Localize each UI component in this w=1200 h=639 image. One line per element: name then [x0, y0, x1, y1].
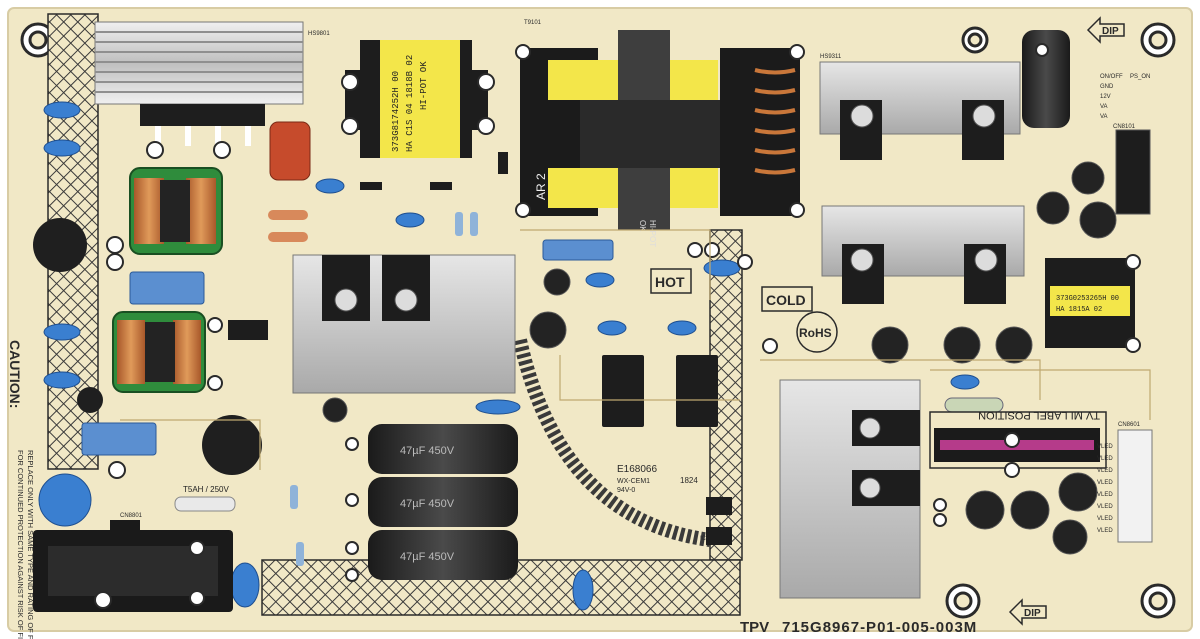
- fuse: T5AH / 250V: [174, 485, 236, 512]
- output-capacitor-large: [1022, 30, 1070, 128]
- vled-label-3: VLED: [1097, 480, 1113, 486]
- heatsink-bottom-right: [779, 379, 921, 599]
- ac-input-connector: [33, 520, 233, 612]
- pfc-transformer-code-1: 373G8174252H 00: [391, 71, 401, 152]
- common-mode-choke-bottom: [112, 311, 206, 393]
- main-transformer: AR 2 HI-POT OK: [520, 30, 800, 247]
- ul-sub-1: WX-CEM1: [617, 478, 650, 485]
- dip-arrow-top: DIP: [1086, 16, 1125, 44]
- vled-label-2: VLED: [1097, 468, 1113, 474]
- radial-capacitors: [322, 161, 1117, 555]
- signal-label-4: VA: [1100, 104, 1108, 110]
- caution-text-2: REPLACE ONLY WITH SAME TYPE AND RATING O…: [26, 450, 35, 639]
- bulk-capacitors: 47µF 450V 47µF 450V 47µF 450V: [368, 424, 518, 580]
- bulk-cap-2-label: 47µF 450V: [400, 498, 455, 510]
- ref-cn8801: CN8801: [120, 513, 143, 519]
- main-transformer-hipot: HI-POT: [648, 220, 657, 247]
- dip-label-top: DIP: [1102, 26, 1119, 37]
- heatsink-top-left: [94, 21, 304, 146]
- signal-label-1: PS_ON: [1130, 74, 1150, 80]
- vled-label-4: VLED: [1097, 492, 1113, 498]
- signal-label-3: 12V: [1100, 94, 1111, 100]
- signal-label-5: VA: [1100, 114, 1108, 120]
- output-connector-top: [1115, 129, 1151, 215]
- smd-ics: [360, 152, 732, 545]
- main-transformer-ok: OK: [638, 220, 647, 232]
- heatsink-center: [292, 254, 516, 394]
- bulk-cap-3-label: 47µF 450V: [400, 551, 455, 563]
- model-maker: TPV: [740, 619, 769, 636]
- label-position-box: TV MI LABEL POSITION: [929, 409, 1107, 469]
- common-mode-choke-top: [129, 167, 223, 255]
- vled-labels: VLED VLED VLED VLED VLED VLED VLED VLED: [1097, 444, 1113, 534]
- vled-connector: [1117, 429, 1153, 543]
- vled-label-7: VLED: [1097, 528, 1113, 534]
- pfc-transformer-code-2: HA C1S 04 1818B 02: [405, 55, 415, 152]
- ar2-label: AR 2: [534, 173, 548, 200]
- x-capacitors: [81, 239, 614, 456]
- red-film-capacitor: [269, 121, 311, 181]
- heatsink-right-top: [819, 61, 1021, 160]
- signal-labels: ON/OFF PS_ON GND 12V VA VA: [1100, 74, 1150, 120]
- solder-pads: [94, 43, 1141, 609]
- ref-hs-top: HS9801: [308, 31, 330, 37]
- silkscreen-text: HOT COLD RoHS TPV 715G8967-P01-005-003M …: [7, 20, 1141, 639]
- vled-label-1: VLED: [1097, 456, 1113, 462]
- fuse-rating: T5AH / 250V: [183, 485, 229, 494]
- led-transformer: 373G0253265H 00 HA 1815A 02: [1045, 258, 1135, 348]
- dip-label-bottom: DIP: [1024, 608, 1041, 619]
- rohs-label: RoHS: [799, 326, 832, 340]
- date-code: 1824: [680, 476, 698, 485]
- vled-label-0: VLED: [1097, 444, 1113, 450]
- dip-arrow-bottom: DIP: [1008, 598, 1047, 626]
- trace-outlines: [120, 229, 1151, 470]
- ul-sub-2: 94V-0: [617, 487, 635, 494]
- signal-label-0: ON/OFF: [1100, 74, 1123, 80]
- ref-t9101: T9101: [524, 20, 542, 26]
- pfc-transformer-hipot: HI-POT OK: [419, 61, 429, 110]
- pfc-transformer: 373G8174252H 00 HA C1S 04 1818B 02 HI-PO…: [345, 40, 488, 158]
- ul-code: E168066: [617, 464, 657, 475]
- ref-cn-right: CN8101: [1113, 124, 1136, 130]
- led-transformer-code-1: 373G0253265H 00: [1056, 295, 1119, 303]
- blue-y-capacitors: [38, 101, 980, 611]
- caution-text-1: FOR CONTINUED PROTECTION AGAINST RISK OF…: [16, 450, 25, 639]
- ref-hs-right: HS9311: [820, 54, 842, 60]
- caution-label: CAUTION:: [7, 340, 23, 408]
- bridge-rectifier: [228, 320, 268, 340]
- cold-label: COLD: [766, 292, 806, 308]
- vled-label-6: VLED: [1097, 516, 1113, 522]
- heatsink-right-middle: [821, 205, 1025, 304]
- hot-label: HOT: [655, 274, 685, 290]
- led-transformer-code-2: HA 1815A 02: [1056, 306, 1102, 314]
- vled-label-5: VLED: [1097, 504, 1113, 510]
- to220-transistors: [602, 355, 718, 427]
- label-position-text: TV MI LABEL POSITION: [978, 409, 1100, 421]
- model-number: 715G8967-P01-005-003M: [782, 619, 977, 636]
- signal-label-2: GND: [1100, 84, 1114, 90]
- bulk-cap-1-label: 47µF 450V: [400, 445, 455, 457]
- ntc-thermistors: [33, 218, 262, 475]
- ref-cn8601: CN8601: [1118, 422, 1141, 428]
